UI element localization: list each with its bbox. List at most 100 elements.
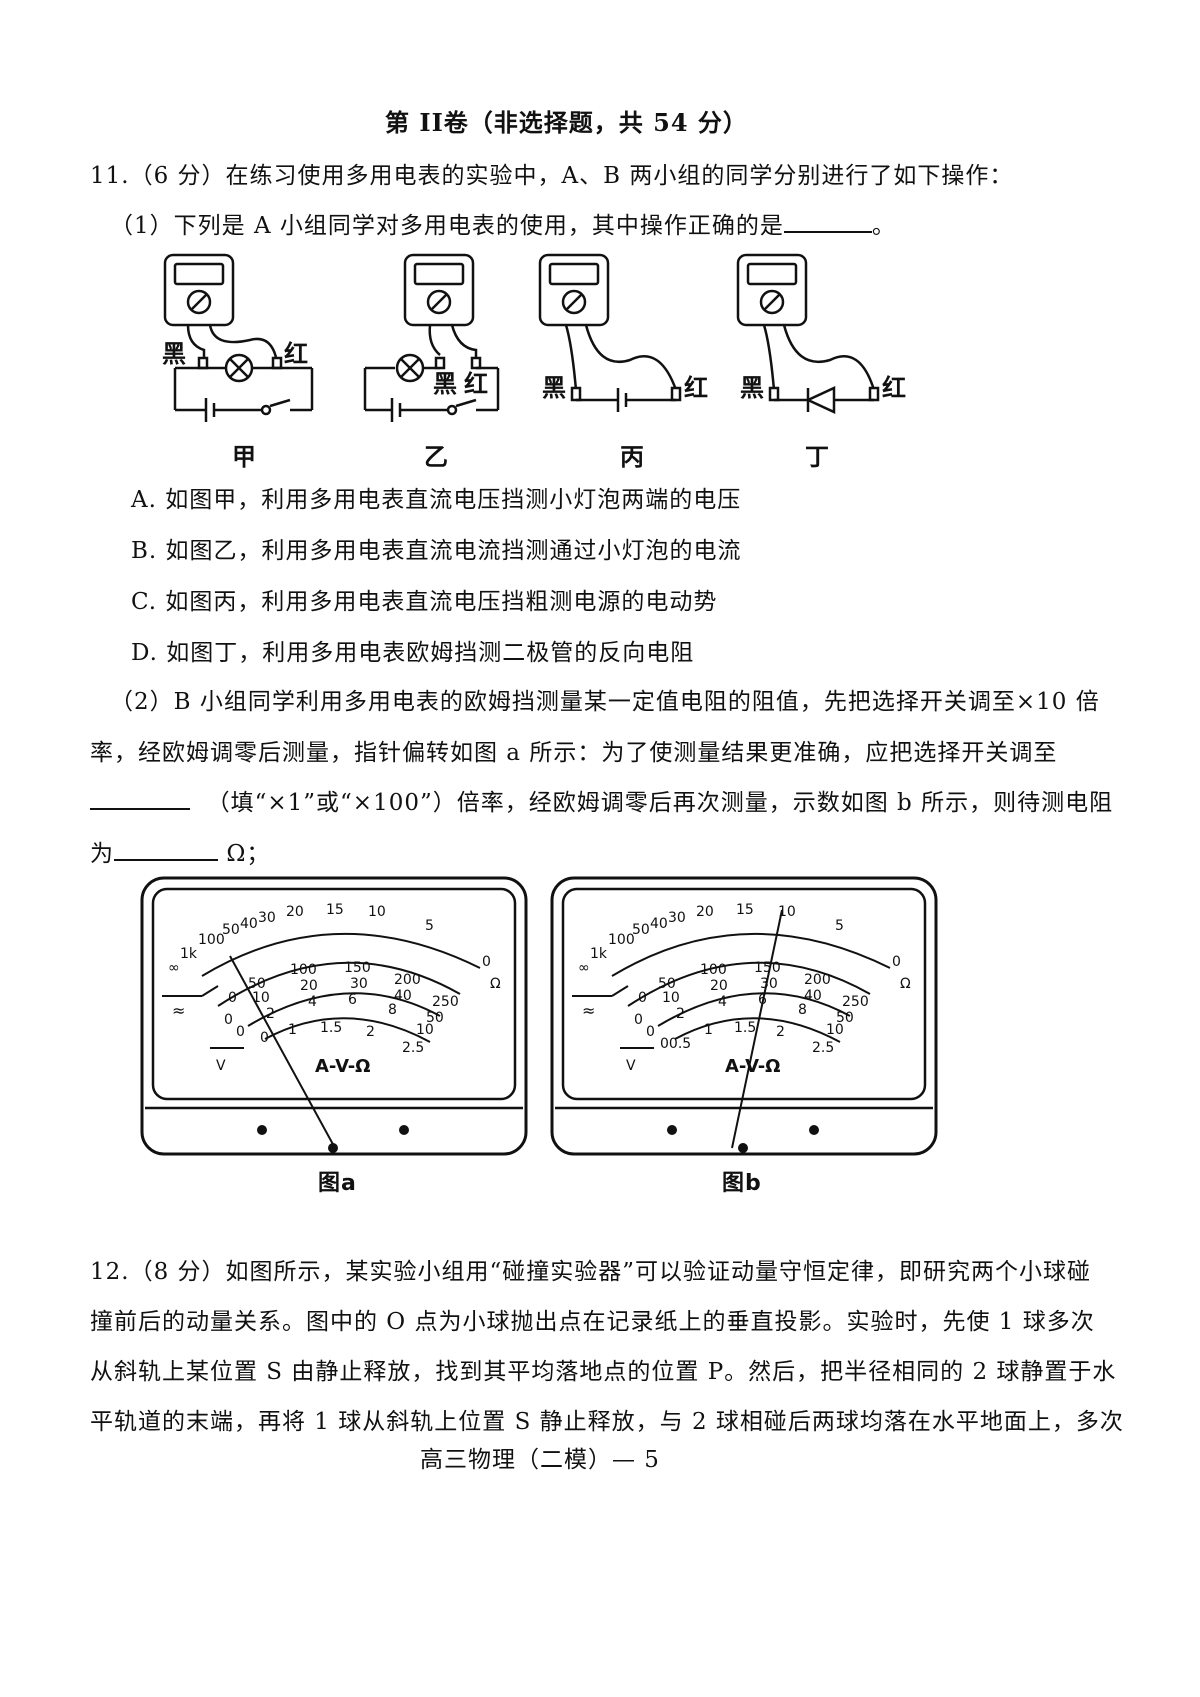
- q11-part1-text: （1）下列是 A 小组同学对多用电表的使用，其中操作正确的是: [110, 213, 784, 239]
- q11-part1: （1）下列是 A 小组同学对多用电表的使用，其中操作正确的是 。: [110, 206, 896, 240]
- ohm-scale-10-a: 10: [368, 904, 386, 920]
- bottom-scale-2-a: 2: [366, 1024, 375, 1040]
- mid2-scale-0-a: 0: [224, 1012, 233, 1028]
- ohm-scale-40-b: 40: [650, 916, 668, 932]
- answer-blank-2[interactable]: [90, 786, 190, 810]
- q12-line3: 从斜轨上某位置 S 由静止释放，找到其平均落地点的位置 P。然后，把半径相同的 …: [90, 1359, 1117, 1385]
- label-black-yi: 黑: [433, 370, 457, 398]
- inner-scale-0-b: 0: [646, 1024, 655, 1040]
- ohm-scale-5-b: 5: [835, 918, 844, 934]
- mid-scale-200-b: 200: [804, 972, 831, 988]
- mid-scale-200-a: 200: [394, 972, 421, 988]
- q11-stem: 11.（6 分）在练习使用多用电表的实验中，A、B 两小组的同学分别进行了如下操…: [90, 163, 1014, 189]
- q11-part1-end: 。: [871, 213, 896, 239]
- mid2-scale-20-a: 20: [300, 978, 318, 994]
- option-b[interactable]: B. 如图乙，利用多用电表直流电流挡测通过小灯泡的电流: [131, 538, 742, 564]
- figure-name-ding: 丁: [805, 443, 829, 471]
- ohm-scale-15-a: 15: [326, 902, 344, 918]
- inner-scale-8-b: 8: [798, 1002, 807, 1018]
- q12-line2: 撞前后的动量关系。图中的 O 点为小球抛出点在记录纸上的垂直投影。实验时，先使 …: [90, 1309, 1095, 1335]
- label-black-jia: 黑: [162, 340, 186, 368]
- figure-name-yi: 乙: [424, 443, 448, 471]
- meter-b: ∞ 1k 100 50 40 30 20 15 10 5 0 Ω 0 50 10…: [550, 876, 938, 1156]
- ohm-scale-50-a: 50: [222, 922, 240, 938]
- bottom-scale-1-a: 1: [288, 1022, 297, 1038]
- mid-scale-250-b: 250: [842, 994, 869, 1010]
- label-black-bing: 黑: [542, 374, 566, 402]
- inner-scale-6-a: 6: [348, 992, 357, 1008]
- bottom-scale-2.5-a: 2.5: [402, 1040, 424, 1056]
- ohm-scale-100-b: 100: [608, 932, 635, 948]
- q12-line4: 平轨道的末端，再将 1 球从斜轨上位置 S 静止释放，与 2 球相碰后两球均落在…: [90, 1409, 1124, 1435]
- ohm-arc-b: [611, 933, 891, 977]
- ohm-scale-15-b: 15: [736, 902, 754, 918]
- label-red-jia: 红: [284, 340, 308, 368]
- label-black-ding: 黑: [740, 374, 764, 402]
- symbol-v-b: V: [626, 1058, 636, 1074]
- inner-scale-8-a: 8: [388, 1002, 397, 1018]
- bottom-scale-2.5-b: 2.5: [812, 1040, 834, 1056]
- ohm-scale-50-b: 50: [632, 922, 650, 938]
- ohm-scale-1k-a: 1k: [180, 946, 198, 962]
- mid-scale-150-b: 150: [754, 960, 781, 976]
- mid2-scale-50-b: 50: [836, 1010, 854, 1026]
- q12-line1: 12.（8 分）如图所示，某实验小组用“碰撞实验器”可以验证动量守恒定律，即研究…: [90, 1259, 1092, 1285]
- section-title: 第 II卷（非选择题，共 54 分）: [385, 108, 748, 137]
- ohm-scale-10-b: 10: [778, 904, 796, 920]
- mid2-scale-30-a: 30: [350, 976, 368, 992]
- ohm-unit-b: Ω: [900, 976, 911, 992]
- symbol-ac-a: ≈: [172, 1001, 185, 1020]
- ohm-scale-inf-a: ∞: [168, 960, 180, 976]
- q11-part2-line3: （填“×1”或“×100”）倍率，经欧姆调零后再次测量，示数如图 b 所示，则待…: [90, 783, 1113, 817]
- mid2-scale-40-b: 40: [804, 988, 822, 1004]
- ohm-scale-40-a: 40: [240, 916, 258, 932]
- brand-a: A-V-Ω: [315, 1056, 371, 1077]
- figure-caption-b: 图b: [722, 1171, 762, 1196]
- answer-blank-1[interactable]: [783, 209, 872, 233]
- ohm-scale-30-a: 30: [258, 910, 276, 926]
- inner-scale-10-b: 10: [826, 1022, 844, 1038]
- mid-scale-0-b: 0: [638, 990, 647, 1006]
- bottom-scale-1.5-b: 1.5: [734, 1020, 756, 1036]
- ohm-scale-100-a: 100: [198, 932, 225, 948]
- option-d[interactable]: D. 如图丁，利用多用电表欧姆挡测二极管的反向电阻: [131, 640, 695, 666]
- figure-caption-a: 图a: [318, 1171, 357, 1196]
- symbol-ac-b: ≈: [582, 1001, 595, 1020]
- option-a[interactable]: A. 如图甲，利用多用电表直流电压挡测小灯泡两端的电压: [131, 487, 742, 513]
- mid2-scale-30-b: 30: [760, 976, 778, 992]
- needle-a: [229, 955, 336, 1149]
- bottom-scale-1-b: 1: [704, 1022, 713, 1038]
- symbol-v-a: V: [216, 1058, 226, 1074]
- inner-scale-4-b: 4: [718, 994, 727, 1010]
- answer-blank-3[interactable]: [114, 837, 218, 861]
- q11-part2-line4b: Ω；: [226, 841, 271, 867]
- figure-name-jia: 甲: [232, 443, 256, 471]
- bottom-scale-1.5-a: 1.5: [320, 1020, 342, 1036]
- label-red-bing: 红: [684, 374, 708, 402]
- option-c[interactable]: C. 如图丙，利用多用电表直流电压挡粗测电源的电动势: [131, 589, 718, 615]
- bottom-scale-0-a: 0: [260, 1030, 269, 1046]
- mid-scale-50-b: 50: [658, 976, 676, 992]
- ohm-scale-inf-b: ∞: [578, 960, 590, 976]
- bottom-scale-00.5-b: 00.5: [660, 1036, 691, 1052]
- needle-b: [731, 909, 783, 1149]
- ohm-scale-5-a: 5: [425, 918, 434, 934]
- inner-scale-0-a: 0: [236, 1024, 245, 1040]
- multimeter-ding: [736, 253, 880, 414]
- inner-scale-2-a: 2: [266, 1006, 275, 1022]
- inner-scale-10-a: 10: [416, 1022, 434, 1038]
- mid-scale-0-a: 0: [228, 990, 237, 1006]
- mid-scale-100-a: 100: [290, 962, 317, 978]
- label-red-yi: 红: [464, 370, 488, 398]
- mid2-scale-40-a: 40: [394, 988, 412, 1004]
- mid2-scale-0-b: 0: [634, 1012, 643, 1028]
- mid2-scale-50-a: 50: [426, 1010, 444, 1026]
- ohm-unit-a: Ω: [490, 976, 501, 992]
- page-footer: 高三物理（二模）— 5: [420, 1447, 660, 1473]
- ohm-scale-1k-b: 1k: [590, 946, 608, 962]
- ohm-arc-a: [201, 933, 481, 977]
- q11-part2-line4: 为 Ω；: [90, 834, 270, 868]
- figure-name-bing: 丙: [620, 443, 644, 471]
- ohm-scale-0-b: 0: [892, 954, 901, 970]
- q11-part2-line4a: 为: [90, 841, 114, 867]
